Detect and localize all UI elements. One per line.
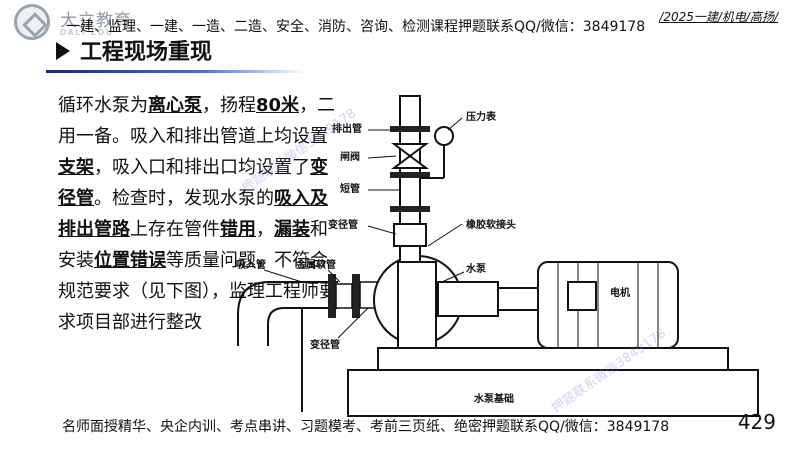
pump-foundation bbox=[347, 369, 759, 417]
slide-title: 工程现场重现 bbox=[80, 40, 213, 65]
body-segment: 循环水泵为 bbox=[58, 95, 148, 116]
body-segment: ， bbox=[256, 219, 274, 240]
keyword-missing: 漏装 bbox=[274, 219, 310, 240]
body-segment: 等质量问题，不符合规范要求（见下图），监理工程师要求项目部进行整改 bbox=[58, 250, 337, 333]
discharge-flange-2 bbox=[390, 172, 430, 178]
brand-logo: 大立教育 DALI EDU bbox=[14, 4, 164, 44]
logo-mark-icon bbox=[14, 4, 50, 40]
motor-body bbox=[537, 261, 679, 349]
label-gate-valve: 闸阀 bbox=[340, 150, 360, 163]
pump-base-plate bbox=[377, 347, 729, 371]
label-rubber-joint: 橡胶软接头 bbox=[466, 218, 516, 231]
keyword-support: 支架 bbox=[58, 157, 94, 178]
suction-pipe-outline bbox=[237, 281, 338, 346]
label-reducer-top: 变径管 bbox=[328, 218, 358, 231]
metal-hose bbox=[335, 283, 353, 309]
body-segment: 上存在管件 bbox=[130, 219, 220, 240]
suction-flange-2 bbox=[352, 274, 360, 318]
label-outlet-pipe: 排出管 bbox=[332, 122, 362, 135]
label-leaders bbox=[263, 117, 465, 339]
discharge-reducer bbox=[393, 223, 427, 247]
keyword-piping: 吸入及排出管路 bbox=[58, 188, 328, 240]
title-underline bbox=[46, 70, 306, 73]
page-number: 429 bbox=[737, 410, 776, 434]
pump-installation-diagram: 排出管 压力表 闸阀 短管 变径管 橡胶软接头 吸入管 金属软管 水泵 电机 变… bbox=[228, 86, 768, 426]
label-pressure-gauge: 压力表 bbox=[466, 110, 497, 123]
slide-title-bar: 工程现场重现 bbox=[56, 34, 306, 68]
keyword-reducer: 变径管 bbox=[58, 157, 328, 209]
keyword-centrifugal-pump: 离心泵 bbox=[148, 95, 202, 116]
body-segment: 。检查时，发现水泵的 bbox=[94, 188, 274, 209]
discharge-flange-1 bbox=[390, 126, 430, 132]
suction-flange-1 bbox=[328, 274, 336, 318]
bottom-ad-banner: 名师面授精华、央企内训、考点串讲、习题模考、考前三页纸、绝密押题联系QQ/微信：… bbox=[62, 419, 670, 435]
label-metal-hose: 金属软管 bbox=[295, 258, 336, 271]
shaft-coupling bbox=[497, 287, 539, 311]
label-suction-pipe: 吸入管 bbox=[236, 258, 266, 271]
suction-pipe-inner bbox=[267, 307, 338, 346]
body-segment: ，二用一备。吸入和排出管道上均设置 bbox=[58, 95, 336, 147]
label-reducer-bottom: 变径管 bbox=[310, 338, 340, 351]
top-ad-banner: 一建、监理、一建、一造、二造、安全、消防、咨询、检测课程押题联系QQ/微信：38… bbox=[66, 19, 646, 35]
pump-bearing-housing bbox=[437, 281, 499, 317]
pump-volute bbox=[397, 261, 437, 349]
motor-terminal-box bbox=[567, 281, 597, 311]
keyword-misuse: 错用 bbox=[220, 219, 256, 240]
title-arrow-icon bbox=[56, 42, 70, 60]
label-pump-foundation: 水泵基础 bbox=[473, 392, 514, 405]
slide-body-text: 循环水泵为离心泵，扬程80米，二用一备。吸入和排出管道上均设置支架，吸入口和排出… bbox=[58, 90, 340, 338]
body-segment: ，扬程 bbox=[202, 95, 256, 116]
label-motor: 电机 bbox=[610, 286, 630, 299]
logo-subtitle: DALI EDU bbox=[60, 28, 114, 37]
body-segment: ，吸入口和排出口均设置了 bbox=[94, 157, 310, 178]
keyword-head: 80米 bbox=[256, 95, 300, 116]
gate-valve-body bbox=[391, 143, 429, 169]
discharge-flange-3 bbox=[390, 206, 430, 212]
course-tag: /2025一建/机电/高扬/ bbox=[659, 10, 778, 24]
pump-diagram-svg: 排出管 压力表 闸阀 短管 变径管 橡胶软接头 吸入管 金属软管 水泵 电机 变… bbox=[236, 95, 759, 417]
keyword-position-error: 位置错误 bbox=[94, 250, 166, 271]
logo-name: 大立教育 bbox=[60, 11, 132, 31]
pressure-gauge-icon bbox=[434, 126, 454, 146]
label-short-pipe: 短管 bbox=[340, 182, 360, 195]
body-segment: 和安装 bbox=[58, 219, 328, 271]
label-pump: 水泵 bbox=[465, 262, 487, 275]
